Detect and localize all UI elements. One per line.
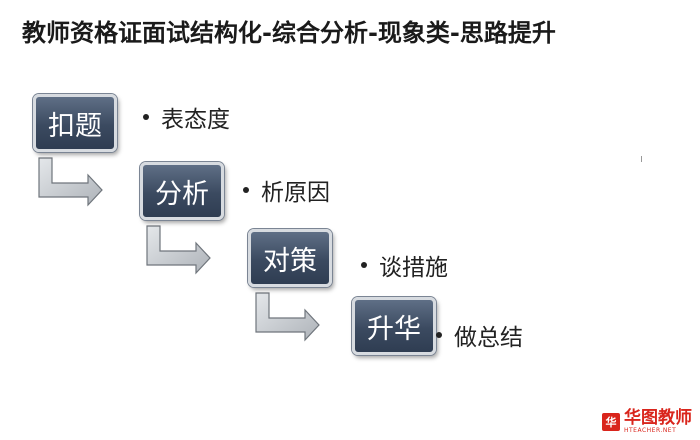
arrow-3 — [255, 292, 320, 342]
bullet-dot — [361, 262, 367, 268]
bullet-dot — [143, 114, 149, 120]
step-box-1: 扣题 — [33, 94, 117, 152]
brand-logo: 华 华图教师 HTEACHER.NET — [602, 410, 692, 434]
logo-icon: 华 — [602, 413, 620, 431]
logo-name: 华图教师 — [624, 408, 692, 428]
bullet-dot — [243, 187, 249, 193]
step-point-4: 做总结 — [436, 318, 523, 352]
step-point-3: 谈措施 — [361, 248, 448, 282]
step-point-2-text: 析原因 — [261, 180, 330, 206]
step-box-4: 升华 — [352, 297, 436, 355]
step-box-2: 分析 — [140, 162, 224, 220]
bullet-dot — [436, 332, 442, 338]
arrow-2 — [146, 225, 211, 275]
arrow-1 — [38, 157, 103, 207]
step-point-1: 表态度 — [143, 100, 230, 134]
step-point-2: 析原因 — [243, 173, 330, 207]
slide-title: 教师资格证面试结构化-综合分析-现象类-思路提升 — [22, 19, 556, 47]
logo-subtitle: HTEACHER.NET — [624, 427, 677, 434]
step-box-3: 对策 — [248, 229, 332, 287]
stray-mark — [641, 156, 642, 162]
step-point-3-text: 谈措施 — [379, 255, 448, 281]
step-point-1-text: 表态度 — [161, 107, 230, 133]
step-point-4-text: 做总结 — [454, 325, 523, 351]
